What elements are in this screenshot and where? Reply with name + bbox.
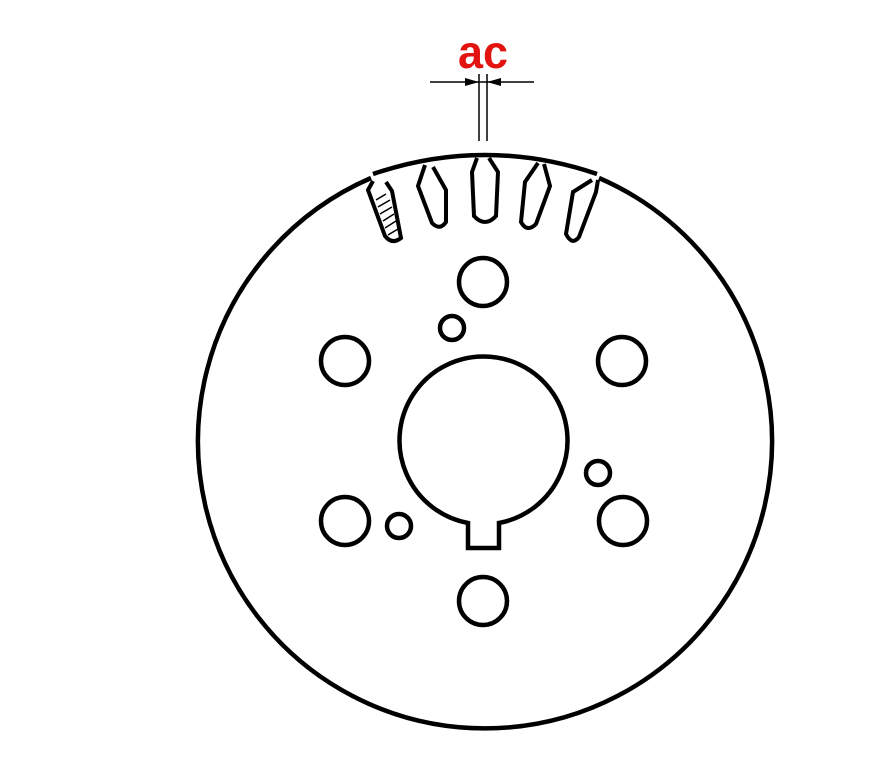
bolt-hole-top [456,255,510,309]
slot-1 [365,180,404,243]
bolt-hole-lower-right [596,494,650,548]
slot-2 [415,164,448,229]
slot-5 [563,178,600,243]
outer-disc [195,152,775,731]
slot-4 [518,161,553,230]
bolt-hole-upper-left [318,334,372,388]
bolt-hole-bottom [456,574,510,628]
slot-rim-arc [372,152,598,177]
arrow-right [487,78,501,86]
small-holes [384,313,613,541]
dimension-ac: ac [430,26,534,141]
bolt-holes [318,255,650,628]
small-hole-right [583,458,613,488]
dimension-label: ac [458,26,508,78]
arrow-left [465,78,479,86]
small-hole-top [437,313,467,343]
outer-rim [195,175,775,731]
bolt-hole-upper-right [595,334,649,388]
bolt-hole-lower-left [318,494,372,548]
rotor-slots [365,156,600,243]
slot-3 [469,156,501,224]
small-hole-left [384,511,414,541]
keyed-shaft-bore [397,354,570,551]
